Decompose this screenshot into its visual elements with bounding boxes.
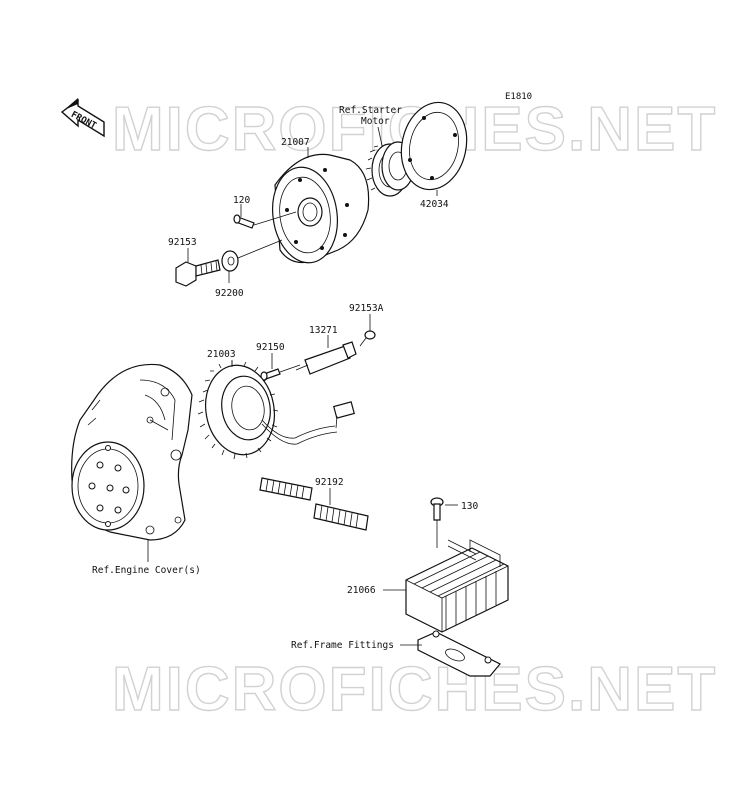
flywheel-21007 [272,153,370,264]
ref-engine-cover-label: Ref.Engine Cover(s) [92,565,201,576]
stator-21003 [197,361,355,460]
label-130: 130 [461,501,478,512]
bolt-92153 [175,259,221,287]
engine-cover [71,363,193,541]
label-120: 120 [233,195,250,206]
label-92150: 92150 [256,342,285,353]
label-42034: 42034 [420,199,449,210]
label-13271: 13271 [309,325,338,336]
frame-fitting-bracket [417,630,501,677]
watermark-bottom: MICROFICHES.NET [112,655,717,724]
washer-92200 [221,250,239,272]
bolt-120 [233,214,255,229]
label-92153a: 92153A [349,303,384,314]
diagram-code: E1810 [505,92,532,102]
ring-42034 [400,101,468,191]
ref-starter-motor-label: Ref.Starter [339,105,402,116]
regulator-21066 [405,539,509,633]
label-21007: 21007 [281,137,310,148]
bolt-92150 [260,364,301,381]
label-21003: 21003 [207,349,236,360]
ref-frame-fittings-label: Ref.Frame Fittings [291,640,394,651]
axis-line-120 [253,211,297,226]
label-92153: 92153 [168,237,197,248]
sensor-13271 [295,341,357,375]
label-92200: 92200 [215,288,244,299]
axis-line-washer [237,239,283,259]
front-arrow-icon: FRONT [60,98,105,138]
hose-92192 [259,477,369,531]
bolt-130 [430,497,444,521]
screw-92153a [359,330,376,347]
label-21066: 21066 [347,585,376,596]
starter-clutch-gear [365,141,415,197]
ref-starter-motor-label-line2: Motor [361,116,390,127]
label-92192: 92192 [315,477,344,488]
